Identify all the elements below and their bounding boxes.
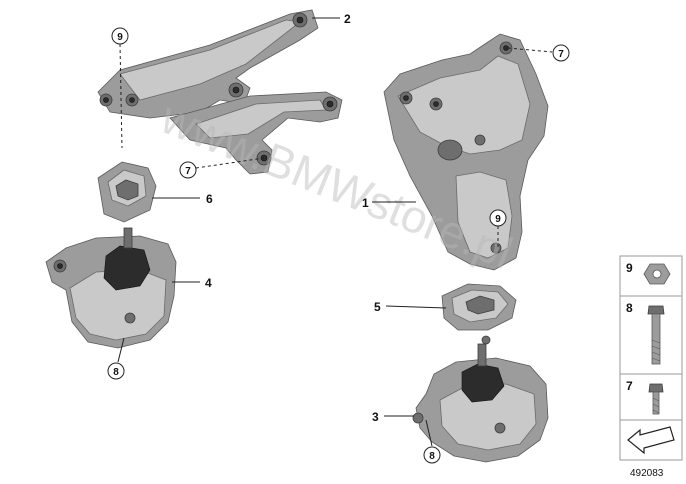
mount-cap-part	[97, 161, 157, 223]
mount-plate-part	[441, 283, 517, 331]
engine-mount-left-part	[45, 227, 177, 349]
callout-7-top-right: 7	[552, 44, 570, 62]
leader-lines	[117, 17, 553, 447]
svg-text:8: 8	[113, 367, 119, 378]
callout-9-left: 9	[111, 27, 129, 45]
svg-text:7: 7	[185, 166, 191, 177]
arrow-icon	[627, 426, 675, 455]
engine-carrier-part	[383, 33, 549, 271]
callout-7-left: 7	[179, 161, 197, 179]
legend-label-screw: 7	[626, 379, 633, 393]
svg-text:7: 7	[558, 49, 564, 60]
callout-9-right: 9	[489, 209, 507, 227]
engine-mount-right-part	[412, 335, 549, 463]
doc-number: 492083	[630, 468, 664, 479]
callout-3: 3	[372, 410, 379, 424]
svg-text:8: 8	[429, 451, 435, 462]
callout-4: 4	[205, 276, 212, 290]
callout-8-right: 8	[423, 446, 441, 464]
legend-label-bolt: 8	[626, 301, 633, 315]
callout-8-left: 8	[107, 362, 125, 380]
nut-icon	[643, 263, 671, 285]
callout-1: 1	[362, 196, 369, 210]
screw-icon	[648, 383, 664, 415]
bolt-icon	[647, 305, 665, 365]
callout-2: 2	[344, 12, 351, 26]
svg-text:9: 9	[495, 214, 501, 225]
legend-label-nut: 9	[626, 261, 633, 275]
svg-text:9: 9	[117, 32, 123, 43]
fastener-legend: 9 8 7 492083	[619, 255, 683, 479]
bracket-arm-part	[97, 9, 343, 175]
callout-5: 5	[374, 300, 381, 314]
callout-6: 6	[206, 192, 213, 206]
